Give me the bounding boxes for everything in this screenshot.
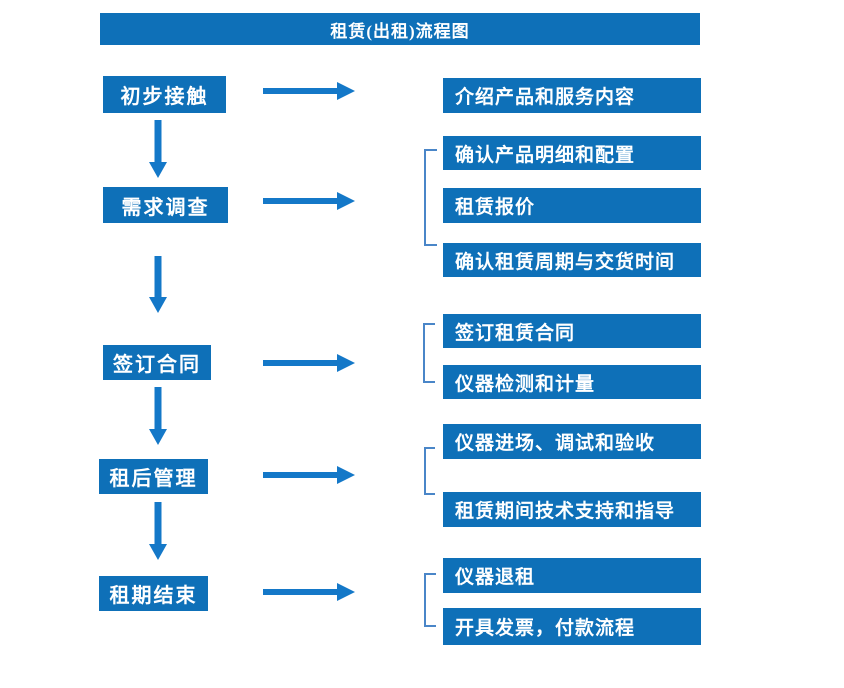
detail-box-confirm-period: 确认租赁周期与交货时间 — [443, 243, 701, 277]
flowchart-title-bar: 租赁(出租)流程图 — [100, 13, 700, 45]
right-arrow-icon — [263, 81, 355, 101]
down-arrow-icon — [148, 502, 168, 560]
detail-box-instrument-return: 仪器退租 — [443, 558, 701, 593]
group-bracket — [423, 323, 435, 383]
detail-box-confirm-details: 确认产品明细和配置 — [443, 136, 701, 170]
detail-box-sign-rental-contract: 签订租赁合同 — [443, 314, 701, 348]
right-arrow-icon — [263, 191, 355, 211]
down-arrow-icon — [148, 387, 168, 445]
detail-box-invoice-payment: 开具发票，付款流程 — [443, 608, 701, 645]
step-box-post-rental-management: 租后管理 — [99, 459, 208, 494]
step-box-sign-contract: 签订合同 — [103, 345, 211, 380]
group-bracket — [424, 149, 437, 246]
detail-box-tech-support: 租赁期间技术支持和指导 — [443, 492, 701, 527]
detail-box-instrument-setup: 仪器进场、调试和验收 — [443, 424, 701, 459]
group-bracket — [424, 447, 435, 495]
right-arrow-icon — [263, 582, 355, 602]
down-arrow-icon — [148, 256, 168, 313]
down-arrow-icon — [148, 120, 168, 178]
flowchart-title: 租赁(出租)流程图 — [330, 21, 470, 41]
detail-box-rental-quote: 租赁报价 — [443, 188, 701, 223]
right-arrow-icon — [263, 353, 355, 373]
detail-box-instrument-testing: 仪器检测和计量 — [443, 365, 701, 399]
right-arrow-icon — [263, 465, 355, 485]
step-box-demand-survey: 需求调查 — [103, 187, 228, 223]
step-box-rental-end: 租期结束 — [99, 576, 208, 611]
detail-box-introduce-products: 介绍产品和服务内容 — [443, 78, 701, 113]
step-box-initial-contact: 初步接触 — [103, 76, 226, 113]
group-bracket — [424, 573, 436, 627]
